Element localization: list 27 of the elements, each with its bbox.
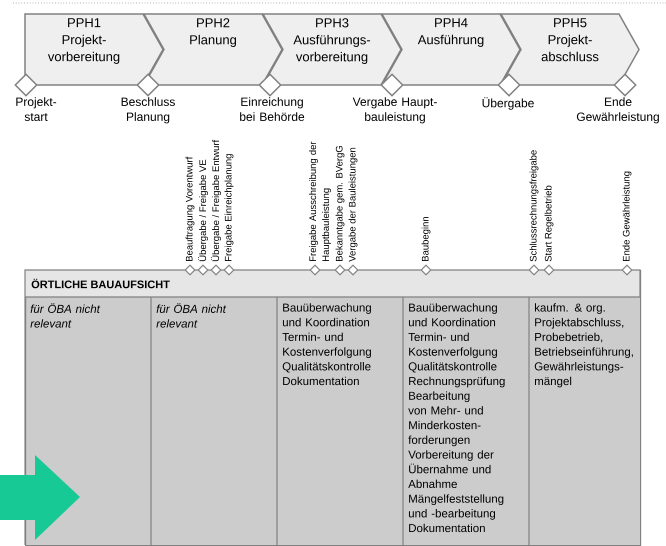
milestone-label: Freigabe Ausschreibung der Hauptbauleistung xyxy=(309,142,331,262)
milestone-label: Freigabe Einreichplanung xyxy=(224,154,234,262)
milestone-label: Übergabe / Freigabe Entwurf xyxy=(211,140,221,262)
milestone-label: Projekt- start xyxy=(16,97,56,121)
phase-box: PPH2 Planung xyxy=(142,13,283,86)
table-cell: Bauüberwachung und Koordination Termin- und Kostenverfolgung Qualitätskontrolle Dokumentation xyxy=(276,297,371,545)
table-header: ÖRTLICHE BAUAUFSICHT xyxy=(32,278,170,288)
milestone-label: Ende Gewährleistung xyxy=(576,97,659,124)
table-cell: für ÖBA nicht relevant xyxy=(150,297,226,545)
milestone-label: Ende Gewährleistung xyxy=(622,172,632,262)
milestone-label: Übergabe / Freigabe VE xyxy=(198,160,208,262)
milestone-label: Beschluss Planung xyxy=(122,97,175,124)
milestone-label: Start Regelbetrieb xyxy=(544,186,554,262)
phase-box: PPH4 Ausführung xyxy=(380,13,521,86)
table-cell: Bauüberwachung und Koordination Termin- und Kostenverfolgung Qualitätskontrolle Rechnungsprüfung Bearbeitung von Mehr- und Minderkosten- forderungen Vorbereitung der Übernahme und Abnahme Mängelfeststellung und -bearbeitung Dokumentation xyxy=(402,297,505,545)
milestone-label: Baubeginn xyxy=(422,217,430,262)
milestone-label: Schlussrechnungsfreigabe xyxy=(530,150,538,262)
milestone-label: Vergabe Haupt- bauleistung xyxy=(352,97,437,124)
milestone-label: Vergabe der Bauleistungen xyxy=(348,148,358,262)
milestone-label: Bekanntgabe gem. BVergG xyxy=(336,146,344,262)
milestone-label: Beauftragung Vorentwurf xyxy=(186,156,194,262)
phase-box: PPH5 Projekt- abschluss xyxy=(500,13,640,86)
milestone-label: Einreichung bei Behörde xyxy=(240,97,304,121)
table-cell: kaufm. & org. Projektabschluss, Probebetrieb, Betriebseinführung, Gewährleistungs- mängel xyxy=(528,297,633,545)
phase-box: PPH1 Projekt- vorbereitung xyxy=(24,13,164,86)
milestone-label: Übergabe xyxy=(482,97,534,110)
phase-box: PPH3 Ausführungs- vorbereitung xyxy=(262,13,402,86)
